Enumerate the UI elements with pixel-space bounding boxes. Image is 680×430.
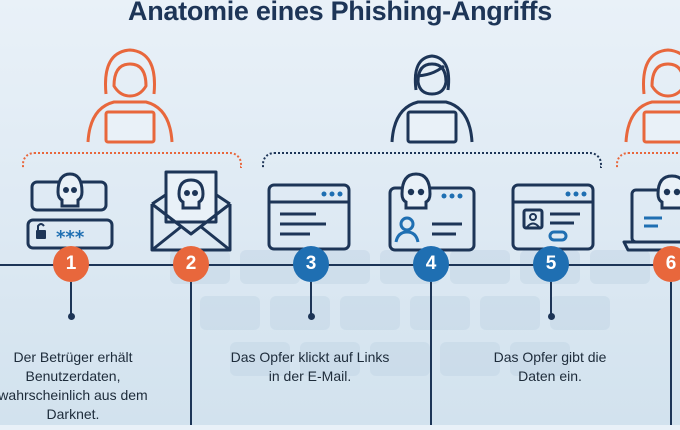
connector-5-end [547,313,555,320]
hacker-right-icon [624,48,680,144]
skull-laptop-icon [622,174,680,252]
hacker-group-bracket-left [22,152,242,168]
skull-password-card-icon: *** [26,172,114,250]
victim-icon [390,54,474,144]
hacker-group-bracket-right [616,152,680,168]
skull-profile-card-icon [388,172,476,252]
page-title: Anatomie eines Phishing-Angriffs [128,0,552,26]
connector-6 [670,282,672,425]
connector-3-end [307,313,315,320]
password-mask: *** [56,227,85,248]
form-window-icon [511,183,595,251]
connector-4 [430,282,432,425]
connector-1 [70,282,72,316]
connector-3 [310,282,312,316]
step-badge-2: 2 [173,246,209,282]
keyboard-background [170,250,650,376]
step-badge-4: 4 [413,246,449,282]
step-badge-3: 3 [293,246,329,282]
skull-envelope-icon [150,170,232,252]
step-caption-3: Das Opfer klickt auf Links in der E-Mail… [230,349,390,384]
hacker-left-icon [86,48,174,144]
connector-1-end [67,313,75,320]
step-caption-5: Das Opfer gibt die Daten ein. [493,349,607,384]
step-badge-1: 1 [53,246,89,282]
victim-group-bracket [262,152,602,168]
connector-5 [550,282,552,316]
browser-window-icon [267,183,351,251]
step-caption-1: Der Betrüger erhält Benutzerdaten, wahrs… [0,349,148,422]
step-badge-5: 5 [533,246,569,282]
timeline-line [0,264,680,266]
connector-2 [190,282,192,425]
step-badge-6: 6 [653,246,680,282]
